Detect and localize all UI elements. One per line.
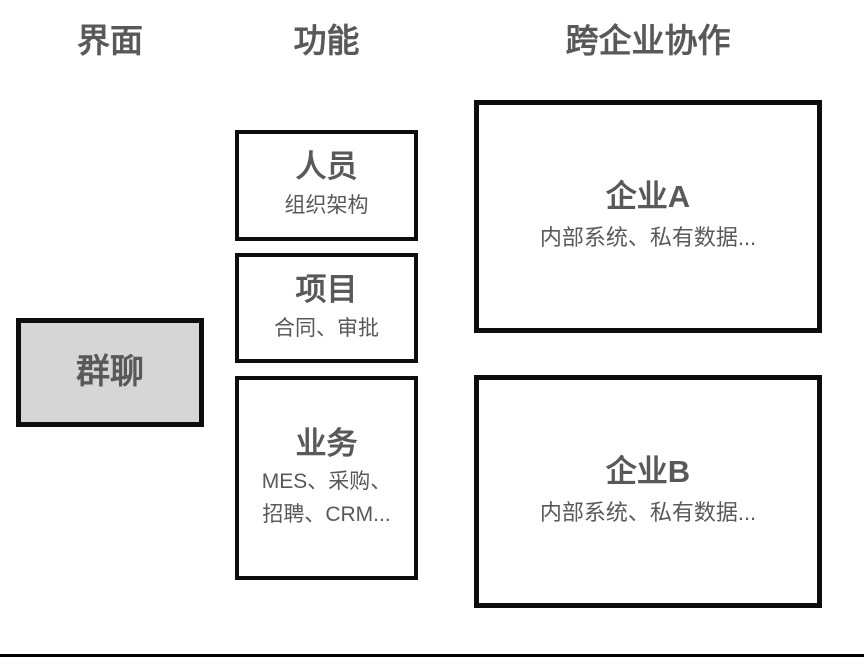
enterprise-a-box-subtitle: 内部系统、私有数据... xyxy=(539,225,757,251)
function-box-personnel: 人员 组织架构 xyxy=(235,130,418,241)
bottom-divider-line xyxy=(0,654,864,657)
function-box-personnel-title: 人员 xyxy=(295,149,358,185)
function-box-business-subtitle: MES、采购、 招聘、CRM... xyxy=(261,470,392,526)
column-header-function: 功能 xyxy=(293,22,360,59)
function-box-personnel-subtitle: 组织架构 xyxy=(284,194,369,218)
function-box-business-title: 业务 xyxy=(295,425,358,461)
enterprise-b-box-subtitle: 内部系统、私有数据... xyxy=(539,500,757,526)
column-header-interface: 界面 xyxy=(77,22,143,59)
function-box-project-subtitle: 合同、审批 xyxy=(274,316,379,340)
enterprise-a-box-title: 企业A xyxy=(605,178,691,214)
function-box-project-title: 项目 xyxy=(295,271,358,307)
group-chat-box: 群聊 xyxy=(16,318,204,427)
function-box-project: 项目 合同、审批 xyxy=(235,253,418,363)
enterprise-b-box-title: 企业B xyxy=(605,453,691,489)
enterprise-a-box: 企业A 内部系统、私有数据... xyxy=(474,100,822,333)
enterprise-b-box: 企业B 内部系统、私有数据... xyxy=(474,375,822,608)
function-box-business: 业务 MES、采购、 招聘、CRM... xyxy=(235,376,418,580)
group-chat-box-title: 群聊 xyxy=(76,353,144,392)
column-header-cross-enterprise: 跨企业协作 xyxy=(565,22,731,59)
